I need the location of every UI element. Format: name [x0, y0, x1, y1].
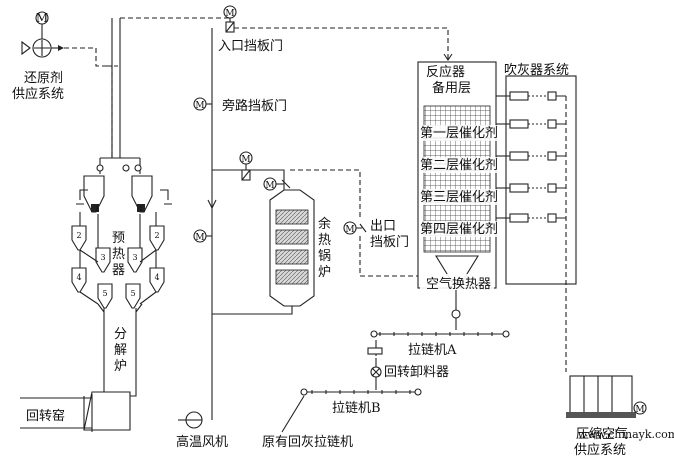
- calciner-label-1: 分: [114, 327, 127, 342]
- compressed-air-supply: M 压缩空气 供应系统: [566, 375, 647, 458]
- reductant-motor-label: M: [36, 11, 48, 25]
- reductant-pipe: [64, 47, 113, 158]
- reactor-label: 反应器: [426, 64, 465, 80]
- soot-blower-system: 吹灰器系统: [496, 63, 577, 372]
- air-heater-label: 空气换热器: [426, 276, 491, 292]
- boiler-damper-motor-label: M: [241, 155, 250, 165]
- rotary-kiln-label: 回转窑: [26, 408, 65, 424]
- air-compressor-unit: [569, 375, 633, 417]
- reductant-supply-label-1: 还原剂: [24, 71, 63, 86]
- high-temp-fan-label: 高温风机: [176, 434, 228, 450]
- rotary-kiln: 回转窑: [20, 391, 131, 432]
- stage-2-label-right: 2: [154, 231, 159, 240]
- bypass-damper-label: 旁路挡板门: [222, 98, 287, 114]
- boiler-inlet-damper: M M: [239, 151, 291, 191]
- preheater-tower: 1 1 2 2 3 3 4 4 5 5: [71, 17, 230, 309]
- catalyst-layer-1-label: 第一层催化剂: [420, 126, 498, 141]
- reactor-inlet-flue: [234, 27, 449, 60]
- outlet-damper-label-2: 挡板门: [370, 235, 409, 250]
- boiler-outlet-motor-label: M: [265, 181, 274, 191]
- soot-blower-row-0: [496, 91, 557, 101]
- catalyst-layer-4-label: 第四层催化剂: [420, 222, 498, 237]
- catalyst-layer-2-label: 第二层催化剂: [420, 158, 498, 173]
- soot-blower-label: 吹灰器系统: [504, 63, 569, 78]
- stage-3-label-right: 3: [132, 253, 137, 262]
- chain-conveyor-a-label: 拉链机A: [408, 343, 457, 358]
- reactor-spare-layer-label: 备用层: [432, 80, 471, 96]
- preheater-label-2: 热: [112, 247, 125, 262]
- stage-2-label-left: 2: [76, 231, 81, 240]
- reductant-nozzle-group: [76, 164, 172, 205]
- boiler-label-4: 炉: [318, 265, 331, 280]
- stage-1-label-right: 1: [139, 205, 143, 213]
- bypass-damper: M 旁路挡板门 M: [193, 97, 287, 243]
- original-conveyor-label: 原有回灰拉链机: [262, 435, 353, 450]
- stage-1-label-left: 1: [95, 205, 99, 213]
- compressor-motor-icon: [633, 401, 647, 415]
- stage-3-label-left: 3: [100, 253, 105, 262]
- preheater-label-1: 预: [112, 231, 125, 246]
- catalyst-layer-3-label: 第三层催化剂: [420, 190, 498, 205]
- compressor-motor-label: M: [635, 405, 644, 415]
- ash-handling: 拉链机A 回转卸料器 拉链机B: [281, 318, 510, 433]
- boiler-label-3: 锅: [318, 248, 331, 264]
- stage-5-label-right: 5: [130, 289, 135, 298]
- waste-heat-boiler: 余 热 锅 炉: [269, 189, 331, 307]
- calciner-label-3: 炉: [114, 359, 127, 374]
- stage-4-label-left: 4: [76, 273, 81, 282]
- compressed-air-label-1: 压缩空气: [576, 426, 628, 442]
- high-temp-fan: 高温风机: [176, 411, 228, 450]
- calciner: 分 解 炉: [97, 303, 143, 397]
- preheater-label-3: 器: [112, 263, 125, 278]
- scr-reactor: 反应器 备用层 第一层催化剂 第二层催化剂 第三层催化剂 第四层催化剂 空气换热…: [417, 61, 500, 319]
- inlet-damper-label: 入口挡板门: [218, 39, 283, 54]
- outlet-damper-motor-label: M: [345, 225, 354, 235]
- rotary-discharger-label: 回转卸料器: [384, 364, 449, 380]
- boiler-label-1: 余: [318, 216, 331, 232]
- reductant-supply-unit: M 还原剂 供应系统: [12, 11, 64, 102]
- compressed-air-label-2: 供应系统: [574, 442, 626, 458]
- reductant-supply-label-2: 供应系统: [12, 86, 64, 102]
- stage-5-label-left: 5: [102, 289, 107, 298]
- soot-blower-frame: [505, 75, 577, 285]
- bypass-damper-motor-label: M: [195, 101, 204, 111]
- bypass-damper-2-motor-label: M: [195, 233, 204, 243]
- outlet-damper: M 出口 挡板门: [343, 219, 409, 250]
- chain-conveyor-b-label: 拉链机B: [332, 401, 381, 416]
- outlet-damper-label-1: 出口: [370, 219, 396, 234]
- stage-4-label-right: 4: [154, 273, 159, 282]
- inlet-damper: M 入口挡板门: [218, 5, 283, 54]
- inlet-damper-motor-label: M: [225, 9, 234, 19]
- boiler-label-2: 热: [318, 233, 331, 248]
- calciner-label-2: 解: [114, 343, 127, 358]
- watermark: www.chinayk.com: [578, 428, 674, 441]
